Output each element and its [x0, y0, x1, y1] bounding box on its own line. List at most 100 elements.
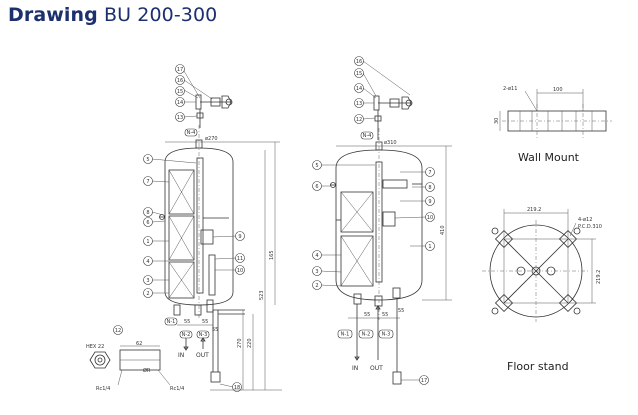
callout-bubble	[337, 329, 353, 339]
callout-15: 15	[177, 89, 183, 95]
left-out-label: OUT	[196, 352, 209, 359]
callout-bubble	[143, 275, 153, 285]
callout-bubble	[235, 265, 245, 275]
callout-bubble	[312, 181, 322, 191]
callout-bubble	[143, 217, 153, 227]
callout-bubble	[175, 86, 185, 96]
callout-1: 1	[146, 239, 149, 245]
dim-165: 165	[269, 250, 275, 260]
callout-12: 12	[115, 328, 121, 334]
dim-55-a: 55	[184, 319, 190, 325]
callout-2: 2	[146, 291, 149, 297]
thread-mid-label: ØR	[143, 367, 151, 374]
floor-stand-caption: Floor stand	[507, 360, 569, 373]
dim-270: 270	[237, 338, 243, 348]
left-valve-assembly	[183, 70, 233, 128]
callout-bubble	[235, 253, 245, 263]
callout-bubble	[175, 64, 185, 74]
callout-n1: N-1	[167, 319, 176, 325]
callout-bubble	[358, 329, 374, 339]
dim-410: 410	[440, 225, 446, 235]
callout-bubble	[175, 75, 185, 85]
thread-right-label: Rc1/4	[170, 386, 184, 392]
callout-9: 9	[428, 199, 431, 205]
callout-bubble	[354, 98, 364, 108]
dim-55-c: 55	[398, 308, 404, 314]
callout-8: 8	[146, 210, 149, 216]
callout-bubble	[232, 382, 242, 392]
left-in-label: IN	[178, 352, 184, 359]
callout-bubble	[425, 196, 435, 206]
callout-bubble	[312, 266, 322, 276]
dim-55-c: 55	[212, 327, 218, 333]
callout-bubble	[354, 68, 364, 78]
left-side-callouts: 5 7 8 6 1 4 3 2	[143, 154, 197, 298]
callout-bubble	[175, 112, 185, 122]
callout-bubble	[143, 207, 153, 217]
left-piping: 18 165 523 270 220	[210, 141, 282, 392]
callout-bubble	[164, 317, 178, 326]
callout-7: 7	[146, 179, 149, 185]
dim-220: 220	[247, 338, 253, 348]
middle-height-dim: 410	[422, 145, 452, 301]
wall-dim-width: 100	[553, 87, 563, 93]
title-bold: Drawing	[8, 4, 98, 26]
middle-in-label: IN	[352, 365, 358, 372]
callout-18: 18	[234, 385, 240, 391]
callout-bubble	[378, 329, 394, 339]
left-top-callouts: 17 16 15 14 13	[175, 64, 185, 122]
dim-55-b: 55	[202, 319, 208, 325]
callout-n3: N-3	[199, 332, 208, 338]
diameter-label: ø310	[384, 140, 397, 146]
left-top-labels: N-4 ø270	[165, 128, 233, 143]
middle-vessel-drawing: 16 15 14 13 12	[312, 56, 452, 385]
dim-55-b: 55	[382, 312, 388, 318]
left-fitting-detail: 12 HEX 22 62 ØR Rc1/4 Rc1/4	[86, 325, 184, 392]
callout-7: 7	[428, 170, 431, 176]
callout-9: 9	[238, 234, 241, 240]
callout-14: 14	[177, 100, 183, 106]
middle-nozzles: 55 55 55 N-1 N-2 N-3 IN OUT 17	[337, 298, 429, 385]
callout-4: 4	[315, 253, 318, 259]
callout-bubble	[312, 250, 322, 260]
wall-mount-caption: Wall Mount	[518, 151, 579, 164]
callout-bubble	[419, 375, 429, 385]
callout-12: 12	[356, 117, 362, 123]
thread-left-label: Rc1/4	[96, 386, 110, 392]
callout-15: 15	[356, 71, 362, 77]
callout-17: 17	[421, 378, 427, 384]
callout-bubble	[235, 231, 245, 241]
wall-mount-drawing: 100 2-ø11 30	[494, 86, 612, 138]
middle-vessel-body	[330, 128, 423, 320]
callout-10: 10	[427, 215, 433, 221]
callout-8: 8	[428, 185, 431, 191]
callout-n1: N-1	[341, 332, 350, 338]
callout-bubble	[175, 97, 185, 107]
callout-16: 16	[356, 59, 362, 65]
dim-523: 523	[259, 290, 265, 300]
stand-dim-width: 219.2	[527, 207, 541, 213]
callout-bubble	[425, 241, 435, 251]
callout-bubble	[143, 154, 153, 164]
callout-bubble	[113, 325, 123, 335]
callout-n2: N-2	[362, 332, 371, 338]
hex-label: HEX 22	[86, 344, 104, 350]
callout-4: 4	[146, 259, 149, 265]
callout-n3: N-3	[382, 332, 391, 338]
left-vessel-body	[159, 125, 234, 320]
callout-n2: N-2	[182, 332, 191, 338]
callout-bubble	[184, 128, 198, 137]
callout-2: 2	[315, 283, 318, 289]
middle-right-callouts: 7 8 9 10 1	[394, 167, 435, 251]
stand-dim-height: 219.2	[596, 270, 602, 284]
middle-top-callouts: 16 15 14 13 12	[354, 56, 364, 124]
callout-bubble	[354, 114, 364, 124]
middle-side-callouts: 5 6 4 3 2	[312, 160, 375, 290]
callout-bubble	[360, 131, 374, 140]
callout-bubble	[312, 160, 322, 170]
callout-bubble	[312, 280, 322, 290]
callout-bubble	[425, 182, 435, 192]
callout-3: 3	[146, 278, 149, 284]
callout-13: 13	[356, 101, 362, 107]
